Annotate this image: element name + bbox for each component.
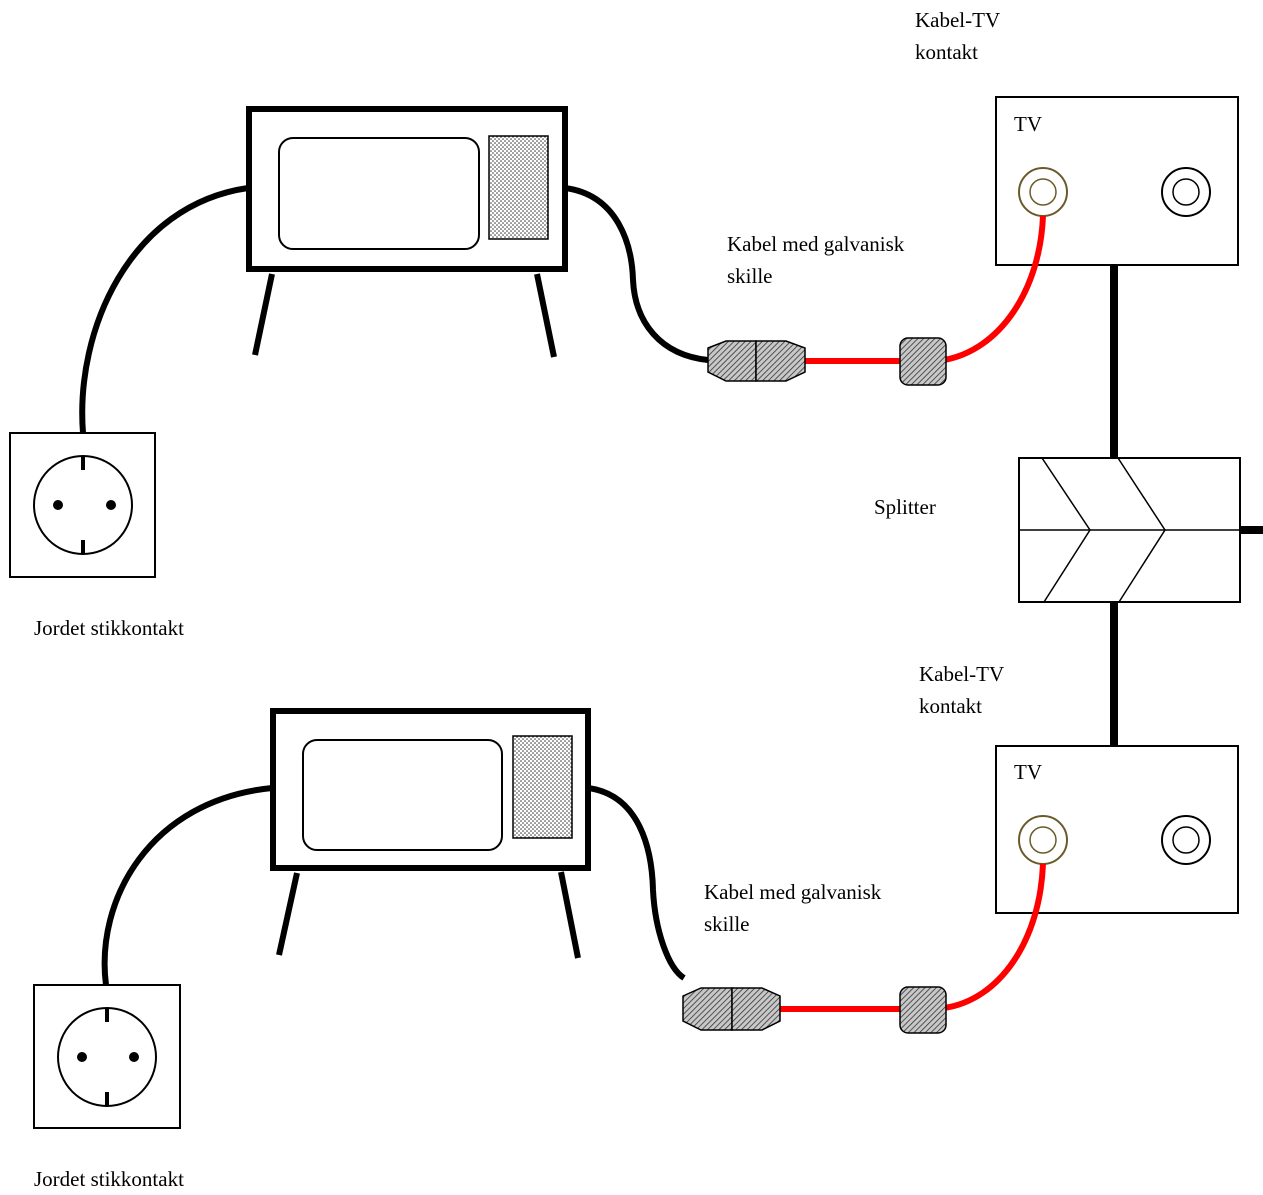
power-socket-top xyxy=(9,432,156,578)
kabel-tv-label-bottom: Kabel-TV kontakt xyxy=(919,658,1004,722)
tv-socket-icon xyxy=(1018,815,1068,865)
cable-label-top: Kabel med galvanisk skille xyxy=(727,228,904,292)
galvanic-isolator-top xyxy=(707,340,806,382)
label-line: Kabel med galvanisk xyxy=(727,232,905,256)
red-cable-bottom xyxy=(943,863,1046,1011)
label-line: Kabel med galvanisk xyxy=(704,880,882,904)
tv-plate-label: TV xyxy=(1014,760,1042,784)
label-line: Kabel-TV xyxy=(919,662,1005,686)
splitter-label: Splitter xyxy=(874,495,936,519)
tv-socket-icon xyxy=(1018,167,1068,217)
radio-socket-icon xyxy=(1161,167,1211,217)
tv-set-top xyxy=(246,106,568,358)
wall-outlet-top: TV xyxy=(995,96,1239,266)
label-line: kontakt xyxy=(919,694,982,718)
power-cord-top xyxy=(79,185,249,434)
galvanic-isolator-bottom xyxy=(682,987,781,1031)
trunk-cable xyxy=(1110,265,1263,746)
label-line: skille xyxy=(704,912,750,936)
power-cord-bottom xyxy=(101,785,273,986)
red-cable-top xyxy=(943,215,1046,363)
wall-outlet-bottom: TV xyxy=(995,745,1239,914)
coax-plug-bottom xyxy=(899,986,947,1034)
antenna-cable-top xyxy=(564,185,709,363)
antenna-cable-bottom xyxy=(587,785,686,981)
splitter xyxy=(1018,457,1241,603)
coax-plug-top xyxy=(899,337,947,386)
kabel-tv-label-top: Kabel-TV kontakt xyxy=(915,4,1000,68)
socket-label-top: Jordet stikkontakt xyxy=(34,616,184,640)
tv-set-bottom xyxy=(270,708,591,959)
power-socket-bottom xyxy=(33,984,181,1129)
cable-label-bottom: Kabel med galvanisk skille xyxy=(704,876,881,940)
label-line: kontakt xyxy=(915,40,978,64)
label-line: skille xyxy=(727,264,773,288)
label-line: Kabel-TV xyxy=(915,8,1001,32)
radio-socket-icon xyxy=(1161,815,1211,865)
socket-label-bottom: Jordet stikkontakt xyxy=(34,1167,184,1191)
tv-plate-label: TV xyxy=(1014,112,1042,136)
